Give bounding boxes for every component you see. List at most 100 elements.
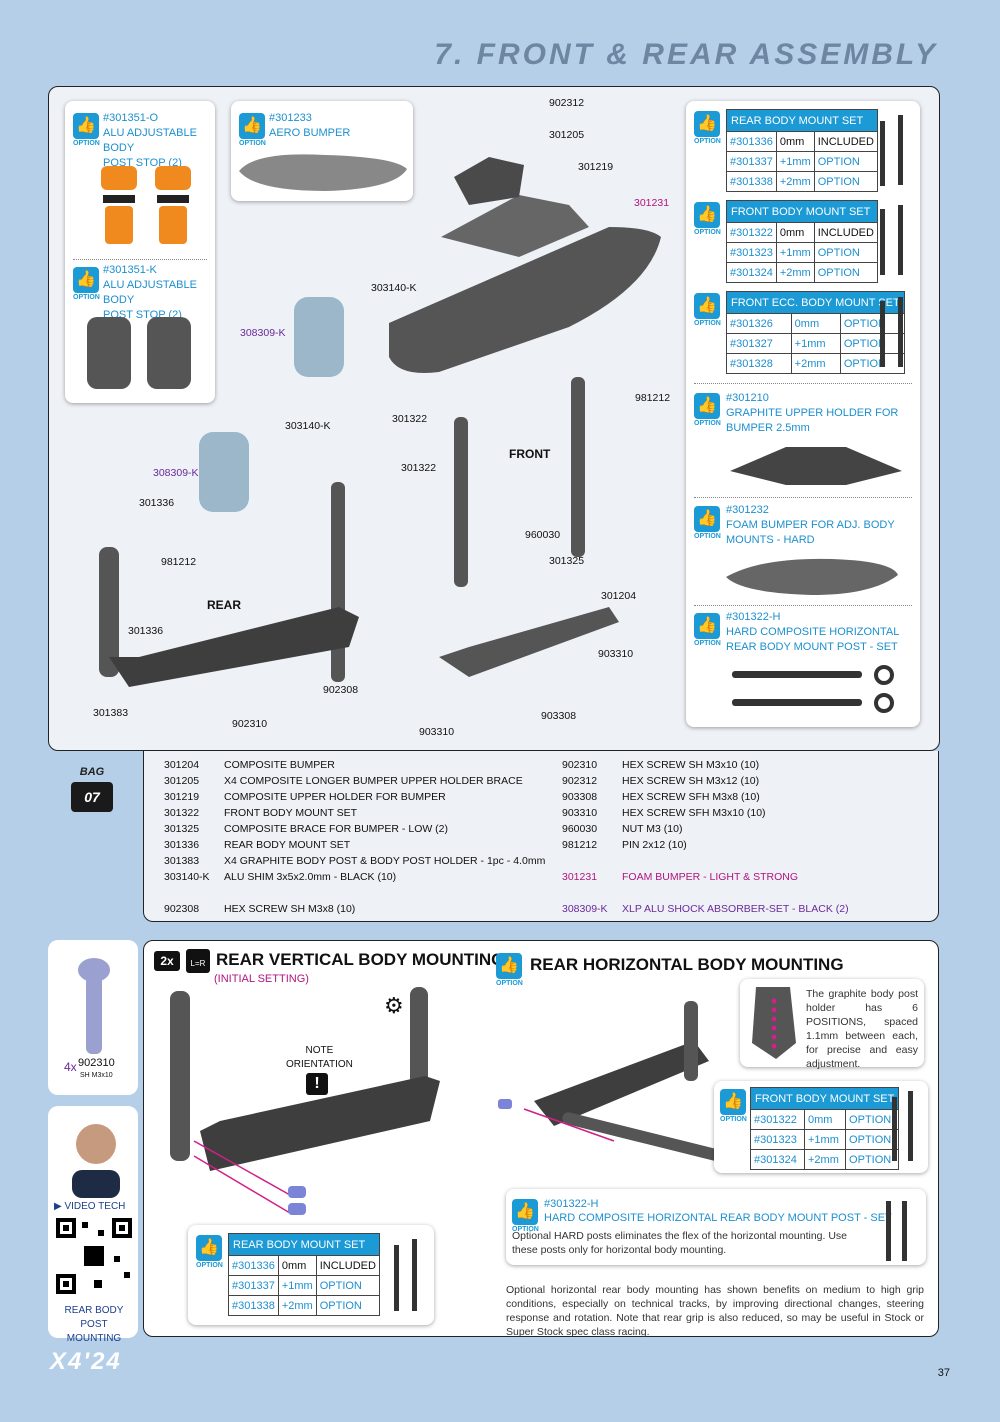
part-code: 301322 — [164, 807, 200, 819]
hard-post-description: Optional HARD posts eliminates the flex … — [512, 1230, 848, 1256]
thumbs-up-icon: 👍 — [239, 113, 265, 139]
front-ecc-post-image — [880, 297, 903, 367]
thumbs-up-icon: 👍 — [694, 202, 720, 228]
part-description: HEX SCREW SH M3x12 (10) — [622, 775, 760, 787]
label-981212: 981212 — [161, 556, 197, 568]
thumbs-up-icon: 👍 — [694, 293, 720, 319]
label-903308: 903308 — [541, 710, 577, 722]
screw-callout: 4x 902310 SH M3x10 — [48, 940, 138, 1095]
position-info-card: The graphite body post holder has 6 POSI… — [740, 979, 924, 1070]
label-301204: 301204 — [601, 590, 637, 602]
thumbs-up-icon: 👍 — [694, 613, 720, 639]
option-badge: 👍 OPTION — [512, 1199, 539, 1233]
part-description: FRONT BODY MOUNT SET — [224, 807, 358, 819]
label-902312: 902312 — [549, 97, 585, 109]
label-902308: 902308 — [323, 684, 359, 696]
part-code: 902310 — [562, 759, 598, 771]
graphite-holder-image — [730, 447, 902, 485]
presenter-photo — [58, 1112, 134, 1198]
screw-code: 902310 — [78, 1057, 115, 1069]
label-301322: 301322 — [392, 413, 428, 425]
part-list-row: 902310 HEX SCREW SH M3x10 (10) — [562, 757, 849, 773]
part-code: 301231 — [562, 871, 598, 883]
part-list-row: 301336 REAR BODY MOUNT SET — [164, 837, 545, 853]
left-right-icon: L=R — [186, 949, 210, 973]
body-mounting-panel: 2x L=R REAR VERTICAL BODY MOUNTING (INIT… — [143, 940, 939, 1338]
thumbs-up-icon: 👍 — [694, 111, 720, 137]
label-301219: 301219 — [578, 161, 614, 173]
aero-bumper-text: #301233 AERO BUMPER — [269, 112, 351, 139]
part-code — [164, 885, 224, 901]
aero-bumper-option-card: 👍 OPTION #301233 AERO BUMPER — [231, 101, 413, 201]
thumbs-up-icon: 👍 — [73, 267, 99, 293]
part-description: HEX SCREW SFH M3x10 (10) — [622, 807, 766, 819]
part-description: REAR BODY MOUNT SET — [224, 839, 351, 851]
thumbs-up-icon: 👍 — [720, 1089, 746, 1115]
front-mount-post-image — [880, 205, 903, 275]
video-caption: REAR BODY POST MOUNTING — [64, 1305, 124, 1344]
video-tip-panel: ▶ VIDEO TECH TIP REAR BODY POST MOUNTING — [48, 1106, 138, 1344]
part-description: ALU SHIM 3x5x2.0mm - BLACK (10) — [224, 871, 397, 883]
part-list-row: 301322 FRONT BODY MOUNT SET — [164, 805, 545, 821]
part-description: HEX SCREW SH M3x8 (10) — [224, 903, 356, 915]
part-code: 301336 — [164, 839, 200, 851]
rear-marker: REAR — [207, 598, 242, 612]
part-description: COMPOSITE BRACE FOR BUMPER - LOW (2) — [224, 823, 449, 835]
hard-post-image — [732, 665, 894, 713]
vertical-mounting-subtitle: (INITIAL SETTING) — [214, 973, 309, 985]
part-list-row — [562, 853, 849, 869]
orange-post-stop-image — [101, 166, 191, 244]
page-number: 37 — [937, 1367, 950, 1379]
part-description: X4 GRAPHITE BODY POST & BODY POST HOLDER… — [224, 855, 546, 867]
hard-post-text: #301322-H HARD COMPOSITE HORIZONTAL REAR… — [726, 611, 900, 653]
part-list-row — [562, 885, 849, 901]
option-badge: 👍 OPTION — [73, 267, 100, 301]
qr-code[interactable] — [54, 1216, 134, 1296]
thumbs-up-icon: 👍 — [694, 393, 720, 419]
label-301336: 301336 — [139, 497, 175, 509]
thumbs-up-icon: 👍 — [694, 506, 720, 532]
part-description: PIN 2x12 (10) — [622, 839, 687, 851]
post-stop-o-text: #301351-O ALU ADJUSTABLE BODY POST STOP … — [103, 112, 197, 169]
gear-icon: ⚙ — [384, 993, 404, 1018]
thumbs-up-icon: 👍 — [496, 953, 522, 979]
brand-logo: X4'24 — [50, 1348, 122, 1375]
post-stop-option-card: 👍 OPTION #301351-O ALU ADJUSTABLE BODY P… — [65, 101, 215, 403]
vertical-mounting-title: REAR VERTICAL BODY MOUNTING — [216, 950, 505, 969]
option-badge: 👍 OPTION — [496, 953, 523, 987]
part-code: 301219 — [164, 791, 200, 803]
warning-icon: ! — [306, 1073, 328, 1095]
thumbs-up-icon: 👍 — [196, 1235, 222, 1261]
horizontal-mounting-notes: Optional horizontal rear body mounting h… — [506, 1284, 924, 1338]
option-badge: 👍 OPTION — [196, 1235, 223, 1269]
part-description: XLP ALU SHOCK ABSORBER-SET - BLACK (2) — [622, 903, 849, 915]
part-code: 981212 — [562, 839, 598, 851]
graphite-holder-closeup — [752, 987, 796, 1059]
exploded-diagram — [99, 157, 661, 687]
part-code — [562, 853, 622, 869]
rear-mount-post-image — [394, 1239, 417, 1311]
exploded-view-panel: 👍 OPTION #301351-O ALU ADJUSTABLE BODY P… — [48, 86, 940, 751]
part-code: 903308 — [562, 791, 598, 803]
part-description: X4 COMPOSITE LONGER BUMPER UPPER HOLDER … — [224, 775, 523, 787]
hard-post-name: HARD COMPOSITE HORIZONTAL REAR BODY MOUN… — [544, 1212, 892, 1224]
part-description: HEX SCREW SH M3x10 (10) — [622, 759, 760, 771]
